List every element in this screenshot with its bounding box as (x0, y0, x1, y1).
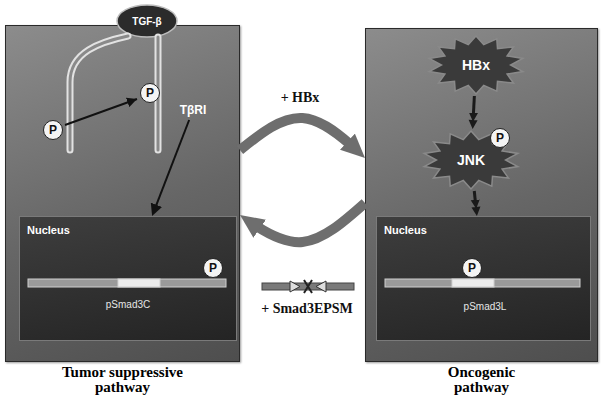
phospho-badge: P (140, 83, 160, 103)
edge-label: + HBx (278, 90, 323, 106)
protein-label: pSmad3L (437, 297, 533, 315)
node-text: Nucleus (384, 224, 427, 236)
burst-shape: HBx (426, 34, 526, 96)
dna-segment (118, 279, 160, 287)
pathway-panel: Oncogenic pathwayHBxJNKNucleuspSmad3L (365, 28, 598, 362)
signal-arrow (152, 120, 189, 216)
dna-segment (452, 279, 494, 287)
phospho-label: P (462, 258, 482, 278)
phospho-badge: P (43, 120, 63, 140)
phospho-label: P (490, 128, 510, 148)
pathway-panel: Tumor suppressive pathwayTGF-βTβRINucleu… (5, 25, 240, 362)
node-text: Nucleus (27, 224, 70, 236)
phosphorylation-arrow (65, 99, 137, 125)
receptor-rod (70, 36, 128, 150)
edge-label-holder: + Smad3EPSM (258, 301, 356, 317)
phospho-badge: P (203, 258, 223, 278)
signal-arrow (474, 191, 477, 216)
panel-caption: Oncogenic pathway (432, 365, 532, 395)
mutation-mark (290, 281, 326, 292)
transition-arrow (240, 118, 365, 158)
node-text: HBx (462, 57, 490, 73)
phospho-label: P (43, 120, 63, 140)
mutant-dna (262, 283, 354, 290)
receptor-rod-core (70, 36, 128, 150)
edge-label-holder: + HBx (278, 90, 323, 106)
receptor-label: TβRI (173, 100, 213, 120)
node-text: pSmad3C (106, 299, 150, 310)
ligand-circle: TGF-β (116, 4, 178, 38)
burst-polygon (429, 36, 523, 94)
dna-strand (28, 279, 226, 287)
mutation-cross (304, 280, 312, 293)
edge-label: + Smad3EPSM (258, 301, 356, 317)
transition-arrow (240, 203, 365, 242)
protein-label: pSmad3C (80, 295, 176, 313)
ligand-ellipse (117, 5, 177, 37)
dna-strand (385, 279, 580, 287)
nucleus-box: Nucleus pSmad3C (19, 216, 237, 341)
phospho-badge: P (490, 128, 510, 148)
phospho-label: P (140, 83, 160, 103)
panel-caption: Tumor suppressive pathway (43, 365, 203, 395)
nucleus-box: Nucleus pSmad3L (376, 216, 591, 341)
phospho-label: P (203, 258, 223, 278)
node-text: TGF-β (132, 16, 161, 27)
signal-arrow (473, 96, 475, 129)
node-text: TβRI (180, 103, 207, 117)
node-text: pSmad3L (464, 301, 507, 312)
phospho-badge: P (462, 258, 482, 278)
node-text: JNK (457, 152, 485, 168)
